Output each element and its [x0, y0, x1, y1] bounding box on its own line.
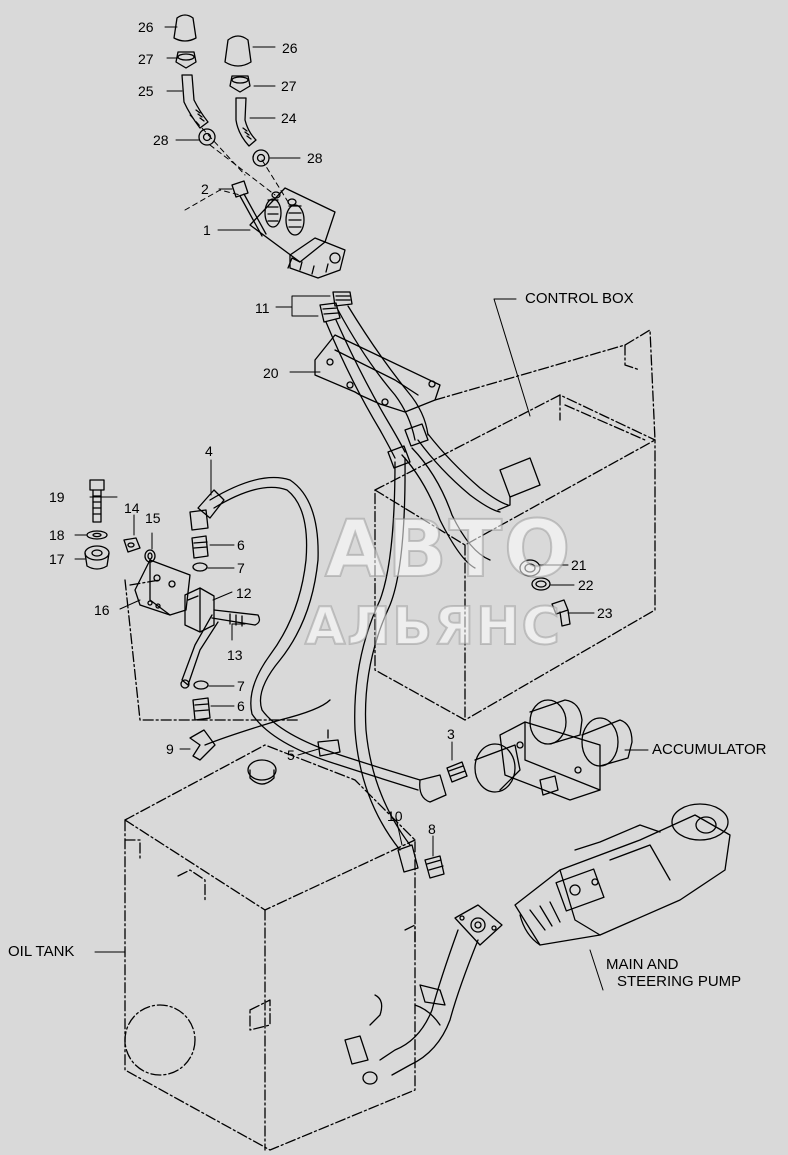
label-pump-line-1: MAIN AND — [606, 956, 679, 973]
fitting-8 — [424, 855, 445, 879]
tank-filler-cap — [247, 759, 277, 785]
callout-15: 15 — [145, 510, 161, 526]
callout-10: 10 — [387, 808, 403, 824]
callout-18: 18 — [49, 527, 65, 543]
main-and-steering-pump — [514, 803, 731, 946]
oil-tank-outline — [124, 744, 416, 1151]
callout-11: 11 — [255, 300, 270, 316]
bolt-19 — [89, 479, 105, 523]
fitting-3 — [446, 761, 468, 783]
elbow-9 — [189, 729, 216, 761]
callout-17: 17 — [49, 551, 65, 567]
label-oil-tank: OIL TANK — [8, 943, 75, 960]
lever-24 — [235, 97, 257, 147]
fitting-21 — [519, 559, 541, 577]
nut-28-left — [198, 128, 216, 146]
callout-7-bottom: 7 — [237, 678, 245, 694]
fitting-11-a — [332, 291, 353, 307]
callout-4: 4 — [205, 443, 213, 459]
o-ring-22 — [531, 577, 551, 591]
valve-block-12 — [184, 587, 215, 633]
callout-21: 21 — [571, 557, 587, 573]
pilot-hoses — [325, 305, 509, 569]
knob-26-left — [173, 14, 197, 42]
callout-6-top: 6 — [237, 537, 245, 553]
callout-5: 5 — [287, 747, 295, 763]
callout-7-top: 7 — [237, 560, 245, 576]
callout-27-right: 27 — [281, 78, 297, 94]
bolt-2 — [231, 180, 267, 237]
callout-28-right: 28 — [307, 150, 323, 166]
suction-pipe — [344, 929, 479, 1085]
callout-26-left: 26 — [138, 19, 154, 35]
callout-12: 12 — [236, 585, 252, 601]
lever-arm — [180, 614, 219, 689]
nut-28-right — [252, 149, 270, 167]
leader-lines — [74, 26, 649, 991]
knob-26-right — [224, 35, 252, 67]
hose-accumulator-end — [419, 774, 447, 803]
fitting-23 — [551, 599, 571, 627]
label-control-box: CONTROL BOX — [525, 290, 634, 307]
callout-2: 2 — [201, 181, 209, 197]
fitting-6-top — [191, 535, 209, 559]
clamp-5 — [317, 729, 341, 757]
nut-27-left — [175, 51, 197, 69]
hose-9 — [204, 699, 331, 746]
control-box-outline — [374, 329, 656, 721]
callout-22: 22 — [578, 577, 594, 593]
hose-4-end-fitting — [189, 489, 225, 531]
washer-18 — [86, 530, 108, 540]
bushing-17 — [84, 545, 110, 570]
callout-19: 19 — [49, 489, 65, 505]
callout-27-left: 27 — [138, 51, 154, 67]
callout-8: 8 — [428, 821, 436, 837]
hose-10 — [354, 457, 411, 851]
callout-16: 16 — [94, 602, 110, 618]
lever-25 — [181, 74, 209, 129]
callout-14: 14 — [124, 500, 140, 516]
nut-14 — [123, 537, 141, 553]
callout-26-right: 26 — [282, 40, 298, 56]
accumulator-assembly — [474, 699, 633, 801]
bracket-dashdot — [124, 579, 301, 721]
callout-9: 9 — [166, 741, 174, 757]
fitting-6-bottom — [192, 697, 211, 721]
bracket-16 — [134, 559, 191, 616]
o-ring-7-top — [192, 562, 208, 572]
callout-24: 24 — [281, 110, 297, 126]
callout-13: 13 — [227, 647, 243, 663]
hose-10-end-fitting — [397, 844, 419, 873]
callout-23: 23 — [597, 605, 613, 621]
callout-25: 25 — [138, 83, 154, 99]
fitting-11-b — [319, 302, 341, 323]
nut-27-right — [229, 75, 251, 93]
callout-20: 20 — [263, 365, 279, 381]
label-pump-line-2: STEERING PUMP — [617, 973, 742, 990]
pump-flange — [454, 904, 503, 946]
callout-6-bottom: 6 — [237, 698, 245, 714]
callout-3: 3 — [447, 726, 455, 742]
callout-1: 1 — [203, 222, 211, 238]
callout-28-left: 28 — [153, 132, 169, 148]
o-ring-7-bottom — [193, 680, 209, 690]
pilot-control-valve — [249, 187, 346, 279]
hose-4 — [209, 476, 421, 791]
hose-fittings-control-box — [387, 423, 541, 511]
label-accumulator: ACCUMULATOR — [652, 741, 767, 758]
